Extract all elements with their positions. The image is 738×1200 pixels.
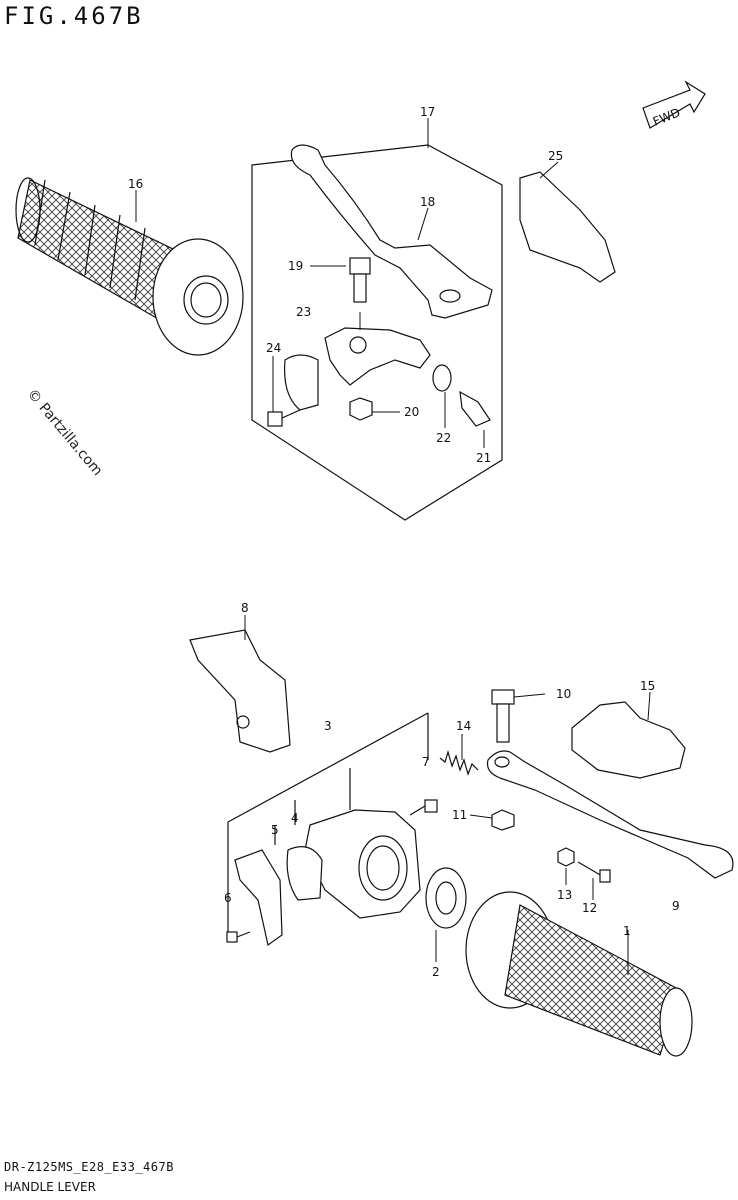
plate-5 — [234, 849, 283, 947]
throttle-pulley — [425, 867, 467, 929]
callout-13: 13 — [557, 888, 572, 902]
callout-24: 24 — [266, 341, 281, 355]
nut-13 — [557, 847, 575, 867]
callout-18: 18 — [420, 195, 435, 209]
nut-11 — [491, 809, 515, 831]
brake-lever — [486, 750, 734, 879]
diagram-code: DR-Z125MS_E28_E33_467B — [4, 1160, 174, 1174]
callout-5: 5 — [271, 823, 279, 837]
callout-4: 4 — [291, 811, 299, 825]
callout-2: 2 — [432, 965, 440, 979]
clutch-lever — [290, 144, 493, 319]
callout-7: 7 — [422, 755, 430, 769]
lever-cover — [519, 171, 616, 283]
screw-6 — [226, 931, 251, 943]
callout-20: 20 — [404, 405, 419, 419]
callout-23: 23 — [296, 305, 311, 319]
callout-8: 8 — [241, 601, 249, 615]
callout-15: 15 — [640, 679, 655, 693]
callout-14: 14 — [456, 719, 471, 733]
lever-cover-15 — [571, 701, 686, 779]
callout-25: 25 — [548, 149, 563, 163]
diagram-title: HANDLE LEVER — [4, 1180, 96, 1194]
callout-16: 16 — [128, 177, 143, 191]
lever-bracket — [324, 327, 431, 386]
nut-20 — [349, 397, 373, 421]
callout-10: 10 — [556, 687, 571, 701]
throttle-cap — [189, 629, 291, 753]
callout-9: 9 — [672, 899, 680, 913]
callout-6: 6 — [224, 891, 232, 905]
housing-half-4 — [286, 846, 323, 901]
fwd-arrow: FWD — [642, 80, 706, 129]
screw-7 — [409, 799, 438, 816]
assembly-lines-3 — [227, 712, 429, 935]
callout-1: 1 — [623, 924, 631, 938]
callout-19: 19 — [288, 259, 303, 273]
callout-3: 3 — [324, 719, 332, 733]
callout-21: 21 — [476, 451, 491, 465]
clamp-24 — [267, 354, 319, 427]
washer-22 — [432, 364, 452, 392]
leader-lines — [135, 118, 651, 975]
bolt-10 — [491, 689, 515, 743]
screw-12 — [577, 861, 611, 883]
bolt-19 — [349, 257, 371, 303]
bolt-21 — [459, 390, 491, 427]
callout-12: 12 — [582, 901, 597, 915]
right-grip — [465, 891, 693, 1057]
callout-17: 17 — [420, 105, 435, 119]
spring-14 — [439, 749, 479, 776]
left-grip — [15, 177, 244, 356]
callout-11: 11 — [452, 808, 467, 822]
callout-labels: 16 17 18 19 23 24 20 22 21 25 8 3 7 4 5 … — [128, 105, 680, 979]
callout-22: 22 — [436, 431, 451, 445]
figure-number: FIG.467B — [4, 2, 144, 30]
